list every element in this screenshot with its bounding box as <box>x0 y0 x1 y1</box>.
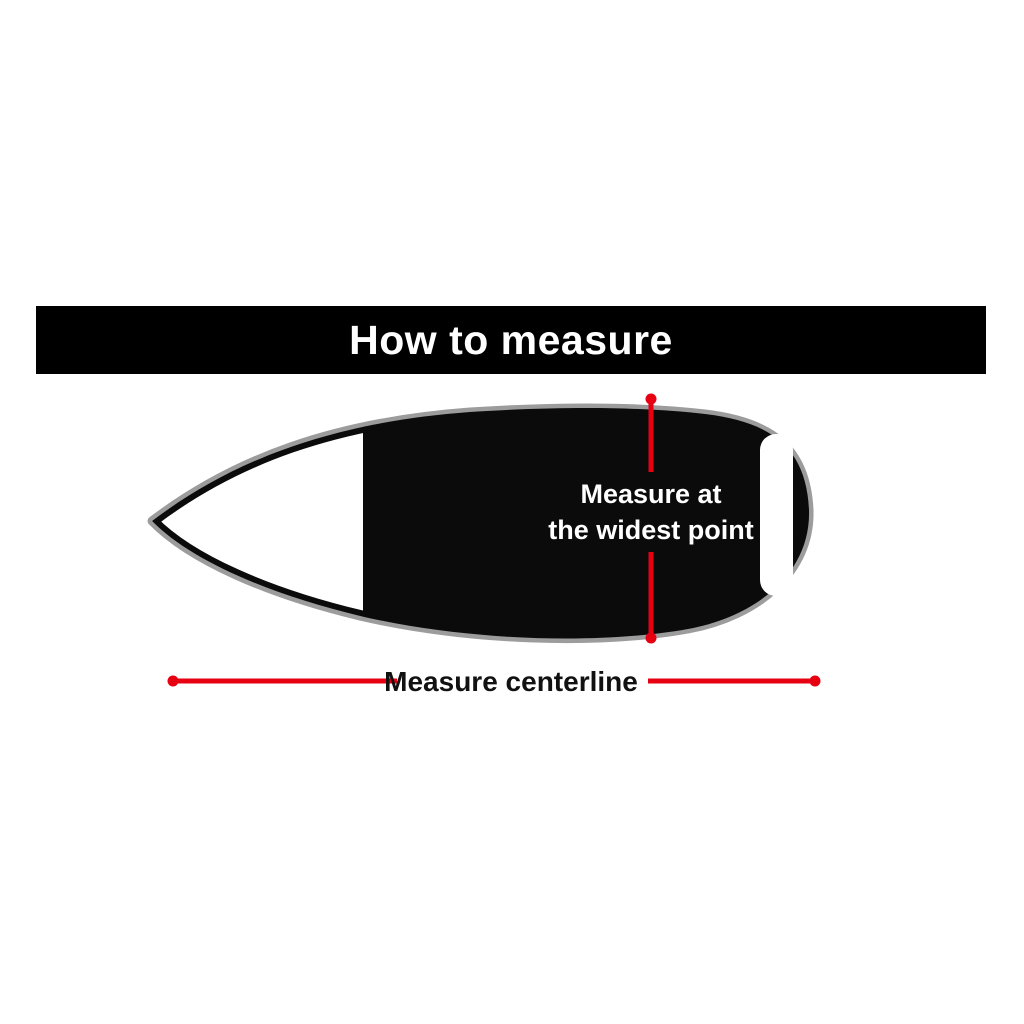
centerline-label: Measure centerline <box>384 666 638 697</box>
width-label-line1: Measure at <box>580 479 721 509</box>
width-label: Measure at the widest point <box>548 479 754 545</box>
banner-title: How to measure <box>349 316 673 363</box>
centerline-measure-endpoints <box>167 675 821 687</box>
width-measure-endpoints <box>645 393 657 644</box>
board-handle-slot <box>760 434 793 596</box>
header-banner: How to measure <box>36 306 986 374</box>
width-label-line2: the widest point <box>548 515 754 545</box>
